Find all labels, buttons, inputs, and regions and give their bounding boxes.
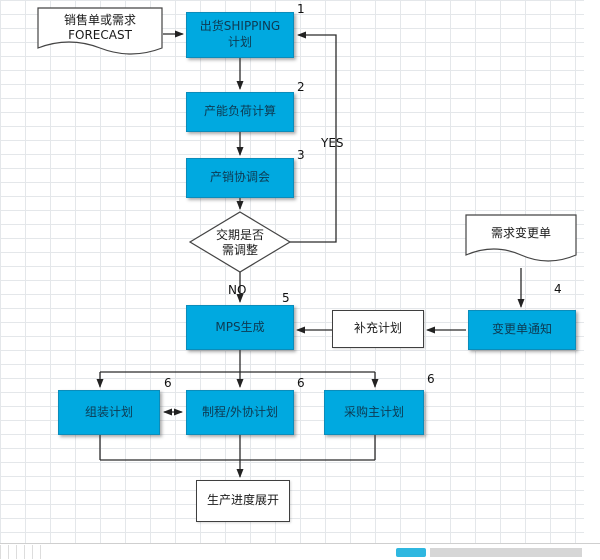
forecast-document-shape [37,7,163,55]
decision-node: 交期是否 需调整 [196,225,284,261]
badge-step-5: 5 [282,291,290,305]
node-supplement-plan-label: 补充计划 [353,321,402,336]
decision-label-line1: 交期是否 [215,228,264,242]
forecast-document-label-line2: FORECAST [68,28,132,42]
node-capacity-load-calculation-label: 产能负荷计算 [203,104,276,119]
badge-step-6-purchasing: 6 [427,372,435,386]
forecast-document: 销售单或需求 FORECAST [38,10,162,46]
node-assembly-plan: 组装计划 [58,390,160,435]
node-production-schedule-expansion: 生产进度展开 [196,480,290,522]
node-assembly-plan-label: 组装计划 [84,404,133,419]
change-request-document-shape [465,214,577,262]
node-shipping-plan-label-line1: 出货SHIPPING [199,19,281,34]
node-process-outsourcing-plan-label: 制程/外协计划 [201,404,279,419]
node-shipping-plan: 出货SHIPPING 计划 [186,12,294,58]
horizontal-scrollbar-thumb[interactable] [396,548,426,557]
grid-background [0,0,584,543]
change-request-document-label: 需求变更单 [490,225,551,240]
node-process-outsourcing-plan: 制程/外协计划 [186,390,294,435]
node-capacity-load-calculation: 产能负荷计算 [186,92,294,132]
connectors [96,30,525,478]
node-mps-generation-label: MPS生成 [215,319,265,334]
badge-step-2: 2 [297,80,305,94]
node-mps-generation: MPS生成 [186,305,294,350]
node-production-sales-meeting: 产销协调会 [186,158,294,198]
badge-step-6-assembly: 6 [164,376,172,390]
change-request-document: 需求变更单 [466,220,576,246]
mini-grid-decoration [0,545,48,559]
badge-step-1: 1 [297,2,305,16]
badge-step-6-process: 6 [297,376,305,390]
edge-label-yes: YES [321,136,344,150]
node-change-order-notice: 变更单通知 [468,310,576,350]
horizontal-scrollbar-track[interactable] [430,548,582,557]
node-production-schedule-expansion-label: 生产进度展开 [206,493,279,508]
node-change-order-notice-label: 变更单通知 [491,322,552,337]
node-shipping-plan-label-line2: 计划 [227,35,252,49]
badge-step-4: 4 [554,282,562,296]
node-purchasing-master-plan: 采购主计划 [324,390,424,435]
node-production-sales-meeting-label: 产销协调会 [209,170,270,185]
node-supplement-plan: 补充计划 [332,310,424,348]
badge-step-3: 3 [297,148,305,162]
decision-label-line2: 需调整 [221,243,258,257]
edge-label-no: NO [228,283,247,297]
forecast-document-label-line1: 销售单或需求 [63,13,136,27]
node-purchasing-master-plan-label: 采购主计划 [343,404,404,419]
